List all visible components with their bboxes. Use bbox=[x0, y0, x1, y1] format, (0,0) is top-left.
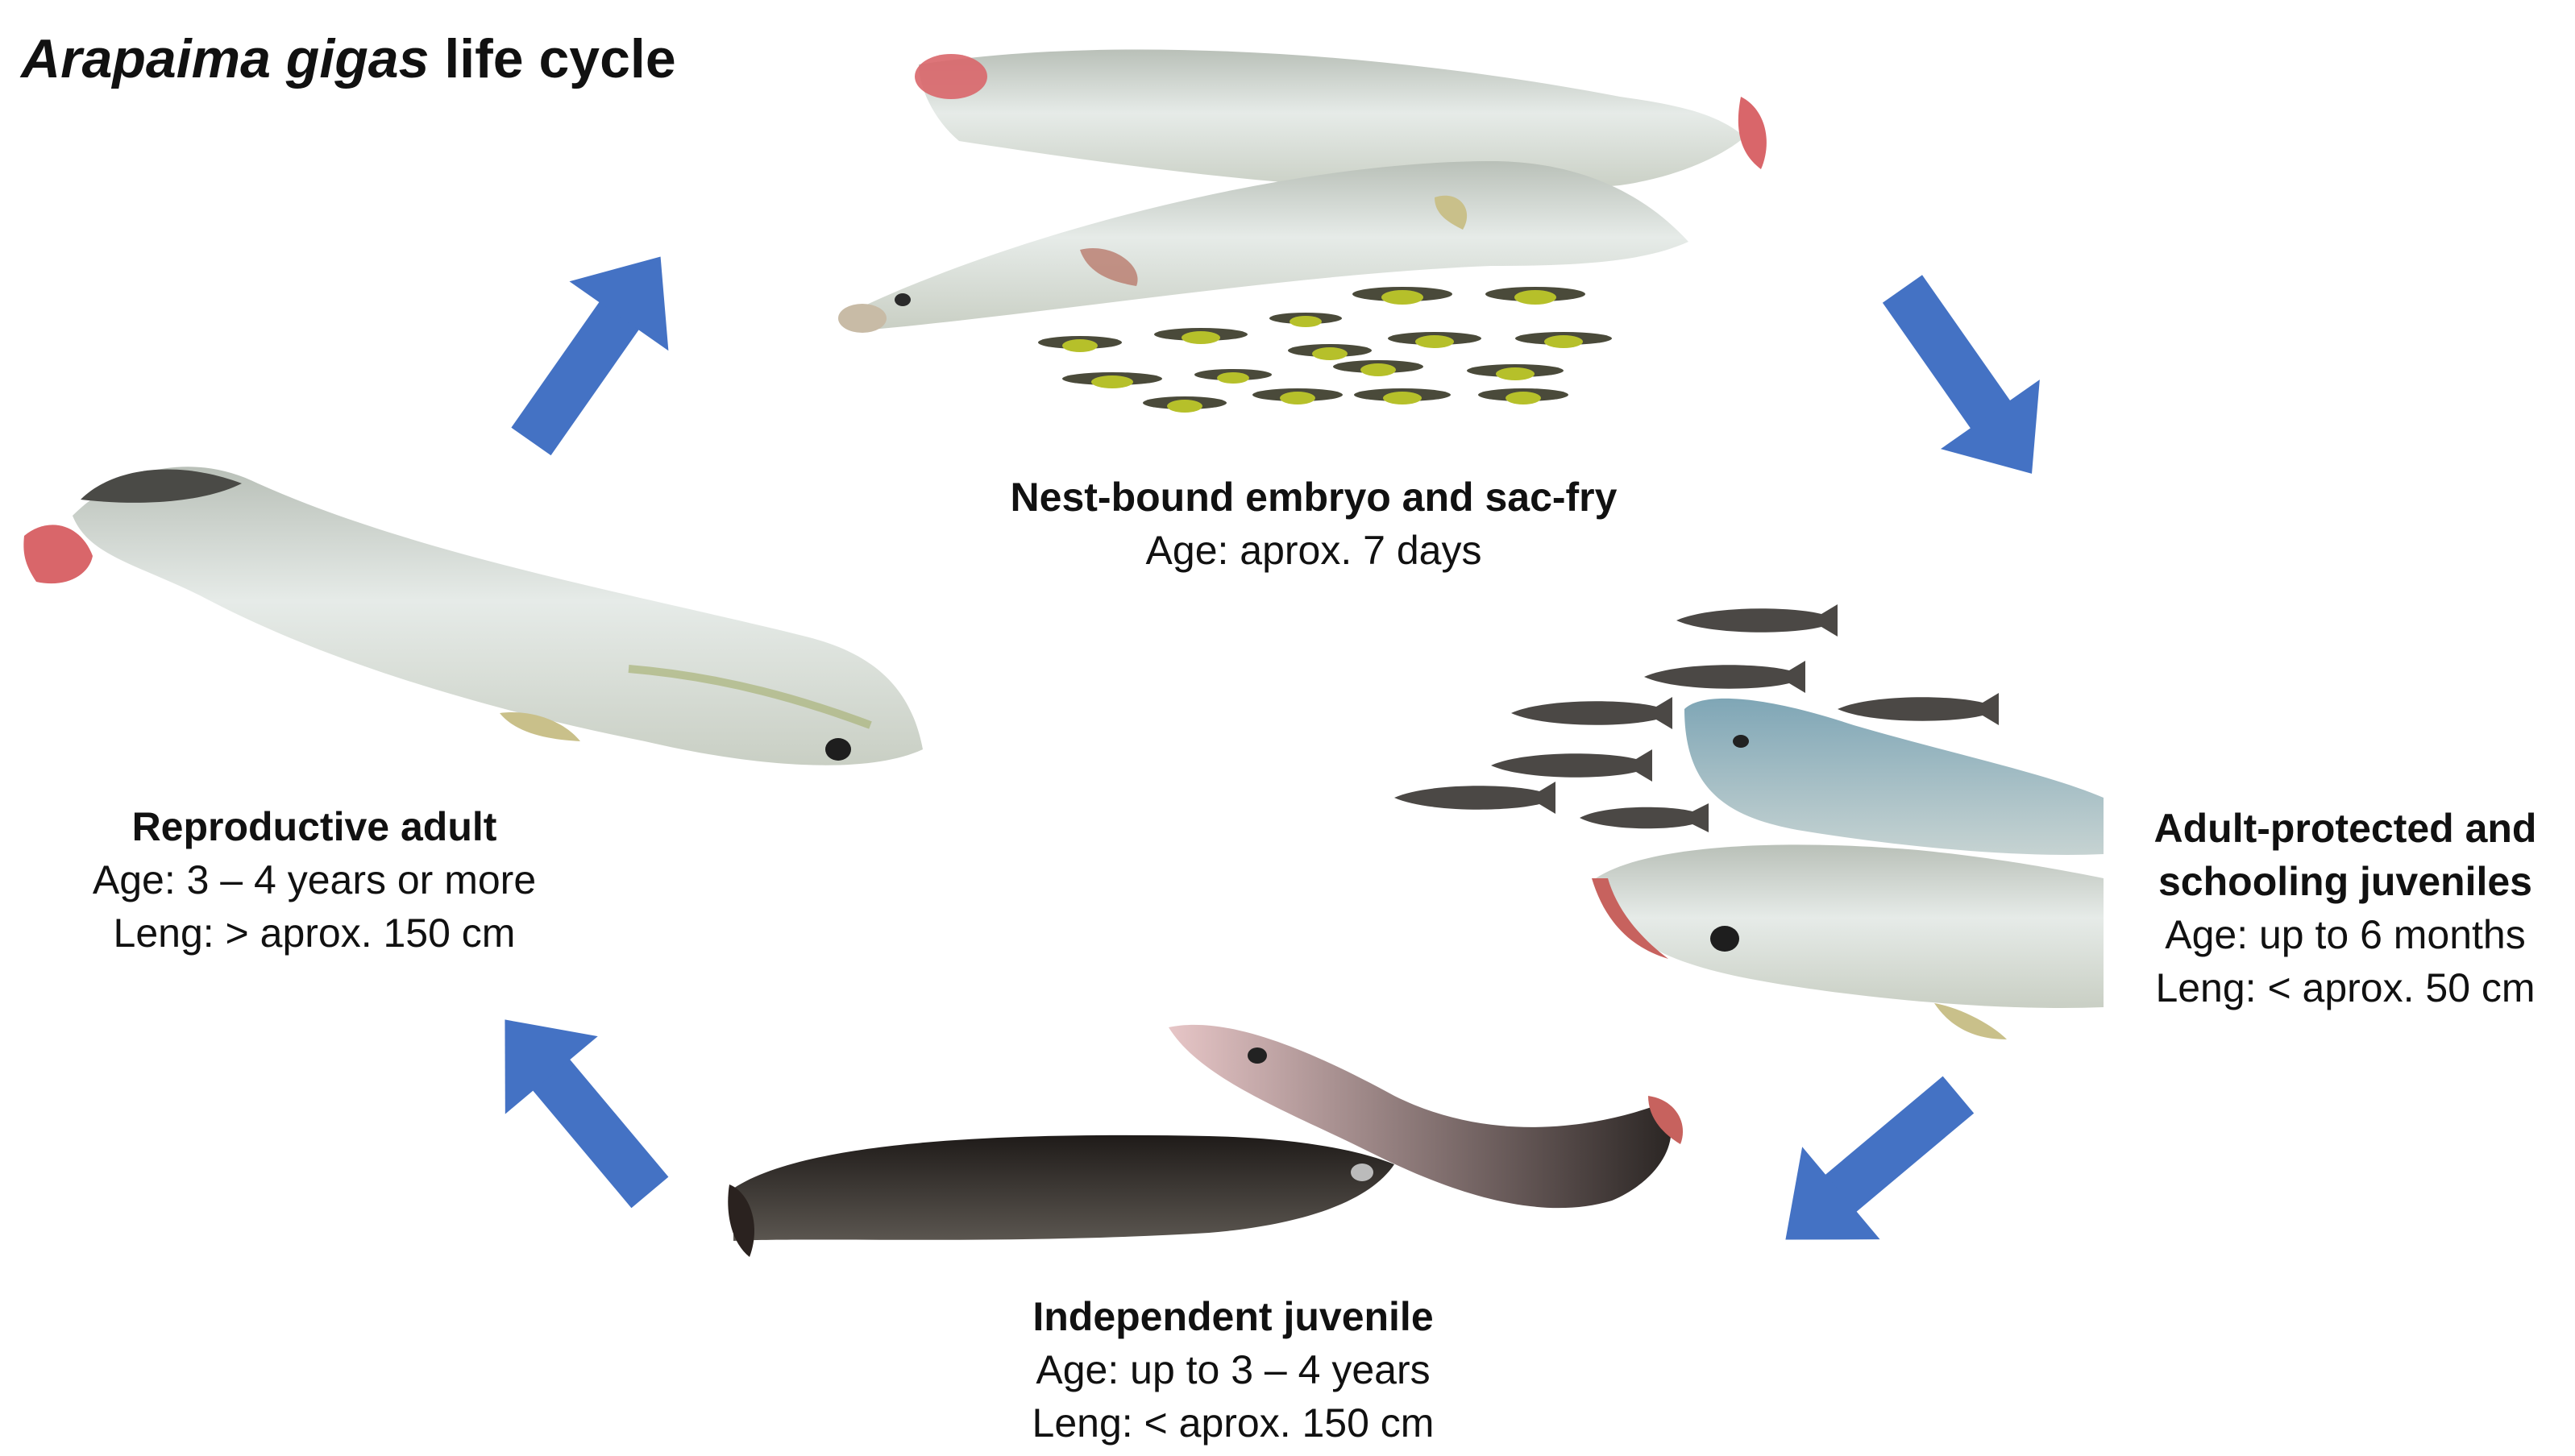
stage-length: Leng: < aprox. 150 cm bbox=[911, 1396, 1555, 1450]
adult-pair-fish-icon bbox=[838, 49, 1767, 333]
schooling-juveniles-icon bbox=[1394, 604, 2104, 1039]
stage-name: Nest-bound embryo and sac-fry bbox=[951, 471, 1676, 524]
stage-label-adult: Reproductive adult Age: 3 – 4 years or m… bbox=[32, 800, 596, 960]
reproductive-adult-fish-icon bbox=[23, 467, 923, 765]
arrow-bottom-left bbox=[459, 981, 696, 1231]
arrow-bottom-right bbox=[1746, 1048, 1997, 1286]
stage-age: Age: up to 3 – 4 years bbox=[911, 1343, 1555, 1396]
independent-juveniles-icon bbox=[728, 1025, 1683, 1257]
stage-name: Independent juvenile bbox=[911, 1290, 1555, 1343]
stage-name-line1: Adult-protected and bbox=[2116, 802, 2575, 855]
stage-name-line2: schooling juveniles bbox=[2116, 855, 2575, 908]
stage-age: Age: 3 – 4 years or more bbox=[32, 853, 596, 906]
stage-length: Leng: < aprox. 50 cm bbox=[2116, 961, 2575, 1014]
stage-length: Leng: > aprox. 150 cm bbox=[32, 906, 596, 960]
stage-label-embryo: Nest-bound embryo and sac-fry Age: aprox… bbox=[951, 471, 1676, 577]
stage-label-schooling: Adult-protected and schooling juveniles … bbox=[2116, 802, 2575, 1014]
stage-age: Age: aprox. 7 days bbox=[951, 524, 1676, 577]
stage-age: Age: up to 6 months bbox=[2116, 908, 2575, 961]
stage-name: Reproductive adult bbox=[32, 800, 596, 853]
stage-label-independent: Independent juvenile Age: up to 3 – 4 ye… bbox=[911, 1290, 1555, 1450]
arrow-top-left bbox=[482, 222, 710, 475]
arrow-top-right bbox=[1853, 254, 2081, 508]
sac-fry-group-icon bbox=[1038, 287, 1612, 413]
